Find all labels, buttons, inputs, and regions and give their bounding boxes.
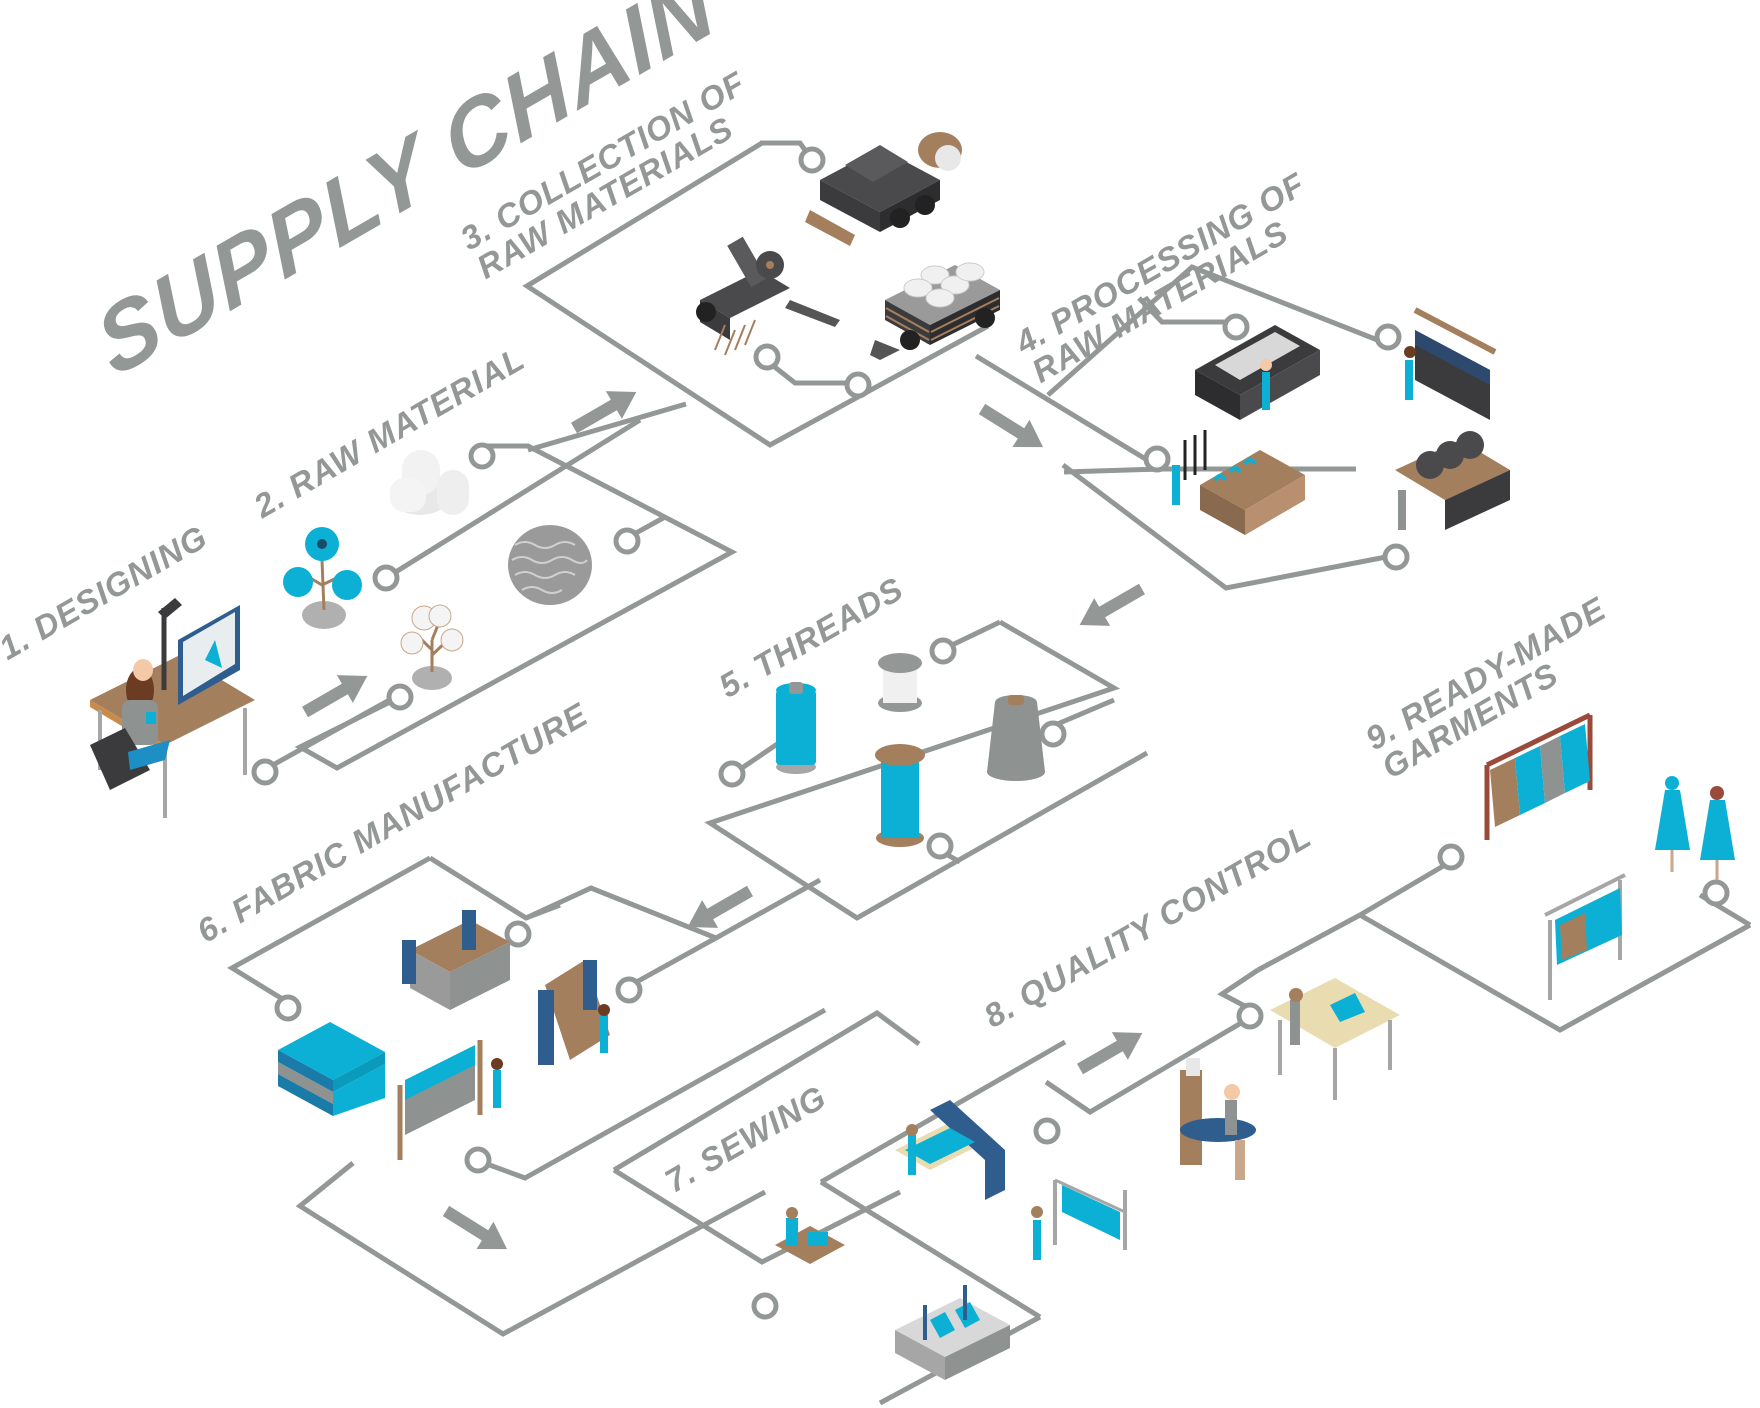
step5-frame <box>704 619 1149 921</box>
step6-line-c <box>714 877 822 941</box>
raw-wool-illustration <box>508 525 592 605</box>
step4-line-c <box>1061 463 1387 591</box>
step7-line-c <box>819 1179 1042 1320</box>
wool-bales-illustration <box>390 450 469 515</box>
ironing-station-illustration <box>1180 1058 1256 1180</box>
step6-line-b <box>524 885 722 993</box>
step2-line-a <box>384 417 642 581</box>
arrow-icon <box>1077 1032 1143 1075</box>
white-spool-illustration <box>878 653 922 712</box>
collection-illustrations <box>696 132 1000 360</box>
arrow-icon <box>302 675 368 718</box>
step6-to-7-loop <box>295 1161 767 1337</box>
roving-frame-illustration <box>1172 430 1305 535</box>
gray-cone-illustration <box>987 695 1045 781</box>
cutting-machine-illustration <box>895 1100 1005 1200</box>
spinning-frame-illustration <box>1404 307 1497 420</box>
arrow-icon <box>442 1205 508 1250</box>
step2-line-c <box>253 695 395 778</box>
arrow-icon <box>1079 583 1145 626</box>
step4-line-d <box>1063 466 1163 475</box>
hanger-rack-illustration <box>1544 873 1626 1000</box>
trailer-with-bales-illustration <box>870 262 1000 360</box>
blue-brown-spool-illustration <box>875 744 925 847</box>
step3-frame <box>522 140 990 448</box>
quality-control-illustrations <box>1180 978 1400 1180</box>
raw-material-illustrations <box>283 450 592 690</box>
cotton-picker-illustration <box>696 236 840 356</box>
arrow-icon <box>978 403 1044 448</box>
clothing-rack-illustration <box>1484 712 1593 840</box>
step9-frame <box>1358 912 1752 1033</box>
step5-line-a <box>948 619 1002 649</box>
step7-frame <box>612 1010 921 1173</box>
thread-spools-illustrations <box>776 653 1045 847</box>
fabric-inspection-machine-illustration <box>538 960 610 1065</box>
arrow-icon <box>687 885 753 928</box>
blue-spool-illustration <box>776 682 816 774</box>
step4-line-a <box>1137 296 1230 325</box>
cotton-harvester-illustration <box>805 132 962 246</box>
fabric-stack-illustration <box>278 1022 385 1116</box>
sewing-station-illustration <box>775 1207 845 1264</box>
flax-plant-illustration <box>283 527 362 629</box>
step6-line-d <box>475 1007 827 1181</box>
ready-made-garments-illustrations <box>1484 712 1735 1000</box>
connector-lines <box>227 140 1752 1406</box>
combing-machine-illustration <box>1395 431 1510 530</box>
step8-line-a <box>1358 862 1447 918</box>
automated-cutter-illustration <box>895 1285 1010 1380</box>
fabric-manufacture-illustrations <box>278 910 610 1160</box>
carding-machine-illustration <box>1195 325 1320 420</box>
designer-desk-illustration <box>90 598 255 818</box>
arrow-icon <box>571 391 637 434</box>
garment-rack-worker-illustration <box>1031 1178 1127 1260</box>
fabric-rack-illustration <box>397 1040 503 1160</box>
cotton-plant-illustration <box>400 604 464 690</box>
processing-illustrations <box>1172 307 1510 535</box>
flow-arrows <box>302 391 1145 1250</box>
step4-frame <box>1046 264 1381 397</box>
sewing-illustrations <box>775 1100 1127 1380</box>
step6-frame <box>227 855 432 1006</box>
step7-line-a <box>612 1167 902 1265</box>
weaving-loom-illustration <box>402 910 510 1010</box>
mannequins-illustration <box>1655 776 1735 880</box>
inspection-table-illustration <box>1270 978 1400 1100</box>
step3-line-c <box>527 401 687 453</box>
step8-line-b <box>1256 912 1362 973</box>
